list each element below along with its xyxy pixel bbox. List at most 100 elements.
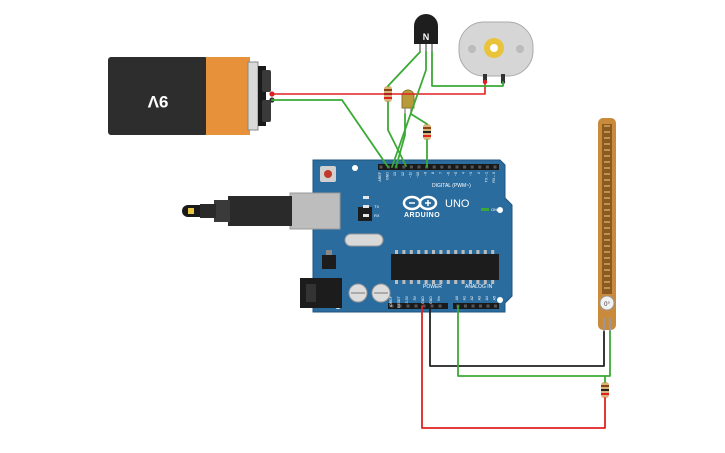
digital-pin-hole[interactable] (463, 165, 467, 169)
digital-pin-label: RX←0 (492, 172, 496, 183)
chip-leg (476, 250, 480, 254)
resistor-flex-divider[interactable] (601, 382, 609, 398)
wire-led-anode[interactable] (410, 113, 428, 125)
transistor-label: N (423, 32, 430, 42)
analog-pin-hole[interactable] (494, 304, 497, 308)
tx-label: TX (374, 204, 379, 209)
arduino-brand: ARDUINO (404, 212, 440, 219)
crystal (344, 233, 384, 247)
chip-leg (395, 280, 398, 284)
digital-pin-label: ~3 (469, 172, 473, 176)
digital-pin-label: 8 (431, 172, 435, 174)
led-body (401, 89, 415, 109)
digital-pin-hole[interactable] (440, 165, 444, 169)
chip-leg (424, 250, 428, 254)
flex-sensor[interactable]: 0° (598, 118, 616, 332)
flex-sensor-angle: 0° (604, 302, 610, 308)
digital-pin-hole[interactable] (409, 165, 413, 169)
wire-transistor-base[interactable] (387, 51, 421, 87)
wire-ground[interactable] (429, 305, 605, 367)
wire-battery-positive[interactable] (271, 81, 486, 95)
power-pin-label: GND (421, 296, 425, 304)
wire-motor-to-transistor[interactable] (431, 51, 504, 87)
chip-leg (395, 250, 398, 254)
arduino-model: UNO (445, 198, 470, 210)
power-pin-label: GND (429, 296, 433, 304)
chip-leg (491, 250, 495, 254)
analog-pin-label: A0 (455, 296, 459, 300)
dc-motor[interactable] (458, 21, 534, 85)
wire-battery-ground[interactable] (271, 99, 389, 168)
power-pin-hole[interactable] (422, 304, 426, 308)
digital-pin-label: ~6 (446, 172, 450, 176)
digital-pin-label: 4 (462, 172, 466, 174)
digital-pin-hole[interactable] (379, 165, 383, 169)
chip-leg (454, 280, 458, 284)
digital-pin-hole[interactable] (447, 165, 451, 169)
power-pin-hole[interactable] (406, 304, 410, 308)
analog-pin-hole[interactable] (471, 304, 475, 308)
digital-pin-label: ~11 (408, 172, 412, 178)
resistor-led[interactable] (423, 124, 431, 140)
analog-pin-hole[interactable] (486, 304, 490, 308)
digital-pin-label: ~10 (416, 172, 420, 178)
power-pin-hole[interactable] (390, 304, 394, 308)
digital-pin-label: GND (386, 172, 390, 180)
on-label: ON (491, 207, 497, 212)
power-pin-hole[interactable] (438, 304, 442, 308)
power-pin-label: 3.3V (405, 295, 409, 303)
digital-pin-hole[interactable] (455, 165, 459, 169)
wire-led-cathode[interactable] (395, 113, 406, 168)
transistor[interactable]: N (414, 14, 438, 52)
digital-pin-hole[interactable] (485, 165, 489, 169)
analog-pin-hole[interactable] (464, 304, 467, 308)
power-pin-hole[interactable] (398, 304, 402, 308)
digital-pin-label: 2 (477, 172, 481, 174)
analog-pin-hole[interactable] (479, 304, 482, 308)
wires (271, 51, 611, 429)
chip-leg (446, 250, 450, 254)
rx-label: RX (374, 213, 380, 218)
analog-pin-label: A4 (485, 296, 489, 300)
digital-pin-hole[interactable] (493, 165, 497, 169)
digital-pin-hole[interactable] (417, 165, 421, 169)
power-pin-hole[interactable] (430, 304, 434, 308)
chip-leg (439, 250, 443, 254)
digital-pin-hole[interactable] (432, 165, 436, 169)
battery-9v[interactable]: 9V (108, 57, 275, 135)
chip-leg (491, 280, 495, 284)
digital-pin-hole[interactable] (478, 165, 482, 169)
battery-label: 9V (147, 92, 168, 111)
digital-pin-hole[interactable] (470, 165, 474, 169)
transistor-body (414, 14, 438, 44)
motor-screw-right (516, 45, 524, 53)
analog-pin-label: A1 (463, 296, 467, 300)
voltage-regulator (322, 255, 336, 269)
wire-transistor-emitter[interactable] (391, 51, 427, 168)
power-pin-label: RESET (397, 295, 401, 308)
chip-leg (409, 280, 413, 284)
power-pin-hole[interactable] (414, 304, 418, 308)
chip-leg (417, 250, 421, 254)
flex-sensor-pattern (604, 125, 610, 289)
power-pin-label: 5V (413, 295, 417, 300)
power-pin-label: IOREF (389, 295, 393, 307)
chip-leg (409, 250, 413, 254)
wire-5v[interactable] (421, 305, 606, 429)
usb-port (289, 192, 341, 230)
wire-a0[interactable] (457, 305, 611, 377)
atmega-chip (391, 254, 499, 280)
chip-leg (417, 280, 421, 284)
analog-header-label: ANALOG IN (465, 284, 493, 290)
analog-pin-label: A5 (493, 296, 497, 300)
chip-leg (402, 250, 406, 254)
digital-pin-label: ~9 (424, 172, 428, 176)
battery-body-orange (206, 57, 250, 135)
digital-pin-hole[interactable] (402, 165, 406, 169)
analog-pin-label: A3 (478, 296, 482, 300)
digital-pin-label: 12 (401, 172, 405, 176)
power-pin-label: Vin (437, 296, 441, 301)
